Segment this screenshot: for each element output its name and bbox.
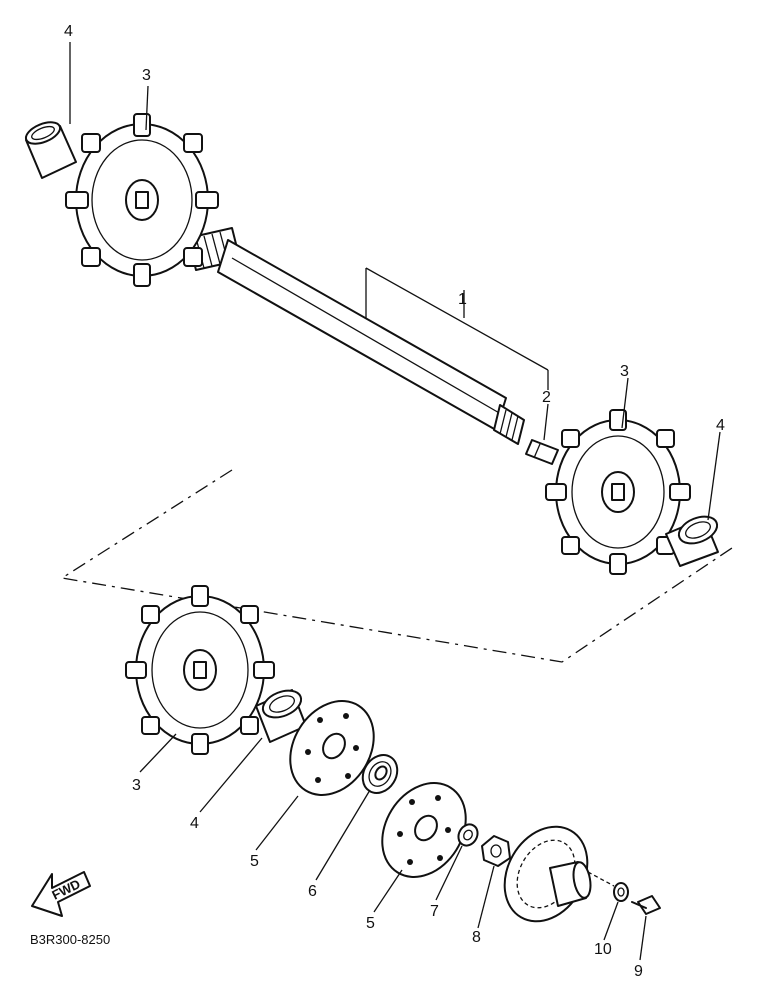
bearing <box>361 754 399 794</box>
sprocket-top-left <box>65 113 219 287</box>
drive-shaft <box>187 227 525 445</box>
bolt <box>631 895 661 915</box>
sprocket-right <box>545 409 691 575</box>
key-pin <box>525 439 559 465</box>
callout-washer: 7 <box>430 903 439 920</box>
lock-washer <box>613 882 629 902</box>
spacer-right <box>665 515 719 567</box>
callout-sprocket-right: 3 <box>620 363 629 380</box>
washer <box>457 823 479 847</box>
callout-spacer-top-left: 4 <box>64 23 73 40</box>
assembly-dashed-line <box>60 469 733 663</box>
callout-lock-washer: 10 <box>594 941 612 958</box>
spacer-lower <box>255 689 307 743</box>
callout-sprocket-lower: 3 <box>132 777 141 794</box>
callout-spacer-right: 4 <box>716 417 725 434</box>
sprocket-lower <box>125 585 275 755</box>
callout-sprocket-top-left: 3 <box>142 67 151 84</box>
forward-arrow-icon: FWD <box>31 871 91 917</box>
callout-spacer-lower: 4 <box>190 815 199 832</box>
callout-key: 2 <box>542 389 551 406</box>
spacer-top-left <box>24 121 77 179</box>
callout-nut: 8 <box>472 929 481 946</box>
part-code: B3R300-8250 <box>30 932 110 947</box>
callout-bearing: 6 <box>308 883 317 900</box>
leader-lines <box>69 42 721 961</box>
callout-plate-a: 5 <box>250 853 259 870</box>
hub-flange <box>503 825 615 923</box>
flange-plate-b <box>381 782 467 878</box>
callout-bolt: 9 <box>634 963 643 980</box>
flange-plate-a <box>289 700 375 796</box>
callout-shaft: 1 <box>458 291 467 308</box>
shaft-callout-bracket <box>365 267 549 390</box>
callout-plate-b: 5 <box>366 915 375 932</box>
hex-nut <box>481 835 511 867</box>
